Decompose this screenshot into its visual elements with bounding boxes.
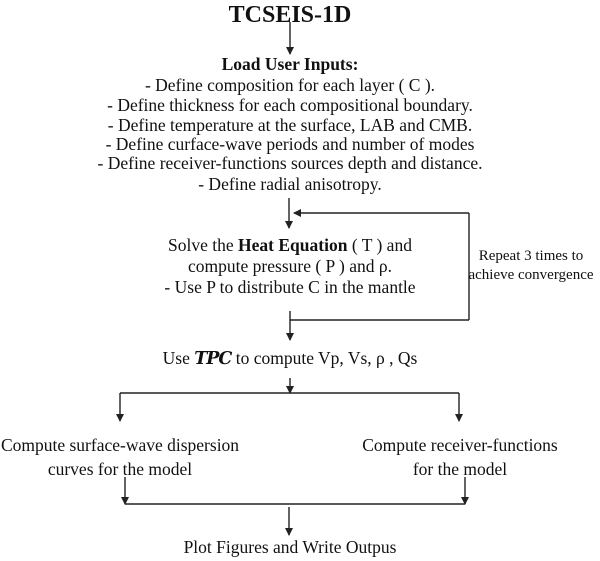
right-branch-line1: Compute receiver-functions (362, 435, 558, 455)
input-item: - Define radial anisotropy. (198, 174, 382, 194)
heat-suffix: ( T ) and (347, 235, 412, 255)
heat-equation-label: Heat Equation (238, 235, 348, 255)
right-branch-line2: for the model (412, 459, 508, 479)
final-step: Plot Figures and Write Outpus (183, 537, 397, 557)
tpc-step: Use TPC to compute Vp, Vs, ρ , Qs (162, 348, 418, 369)
tpc-script-label: TPC (194, 349, 232, 369)
loop-note-line2: achieve convergence (468, 267, 594, 283)
left-branch-line2: curves for the model (47, 459, 193, 479)
tpc-prefix: Use (162, 348, 195, 368)
input-item: - Define composition for each layer ( C … (144, 75, 436, 95)
heat-step-line2: compute pressure ( P ) and ρ. (188, 256, 392, 276)
heat-step-line3: - Use P to distribute C in the mantle (164, 277, 416, 297)
load-inputs-heading: Load User Inputs: (221, 54, 359, 74)
loop-note-line1: Repeat 3 times to (478, 248, 584, 264)
diagram-title: TCSEIS-1D (228, 2, 352, 28)
input-item: - Define temperature at the surface, LAB… (107, 115, 473, 135)
heat-step-line1: Solve the Heat Equation ( T ) and (168, 235, 412, 255)
input-item: - Define receiver-functions sources dept… (97, 153, 483, 173)
input-item: - Define curface-wave periods and number… (105, 134, 475, 154)
heat-prefix: Solve the (168, 235, 239, 255)
left-branch-line1: Compute surface-wave dispersion (0, 435, 240, 455)
tpc-suffix: to compute Vp, Vs, ρ , Qs (231, 348, 418, 368)
input-item: - Define thickness for each compositiona… (107, 95, 473, 115)
